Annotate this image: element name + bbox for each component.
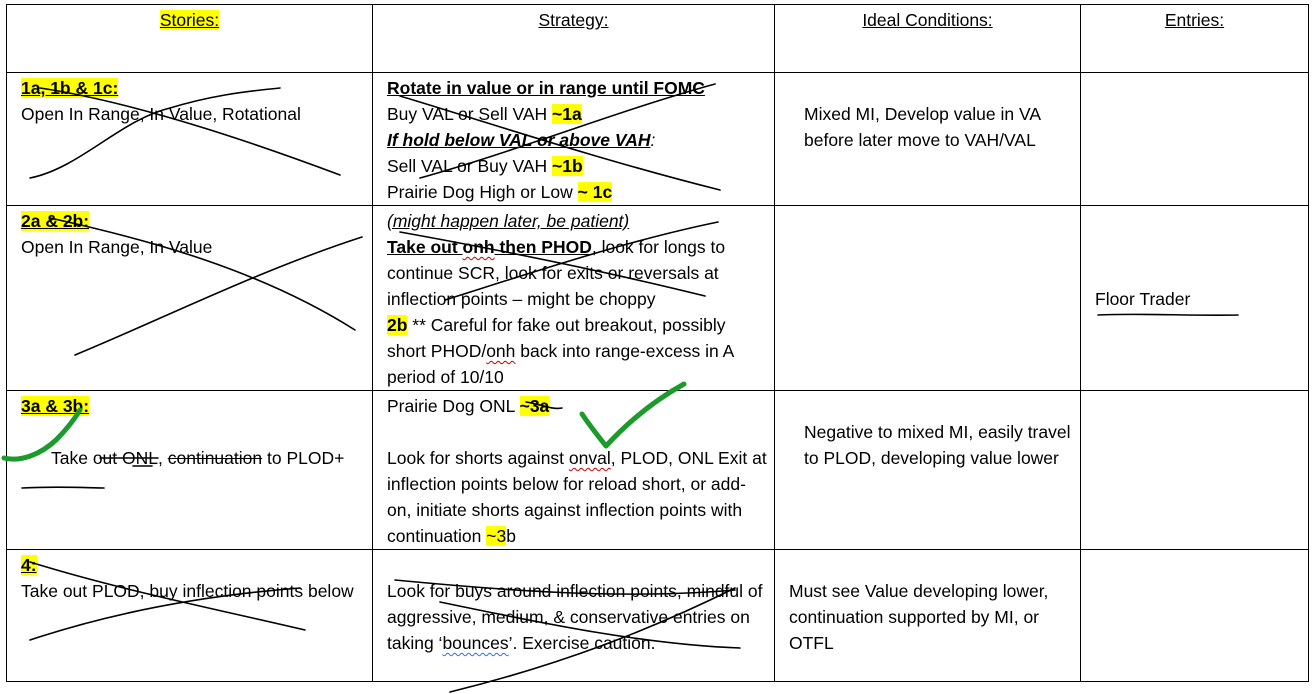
ideal-cell: Mixed MI, Develop value in VA before lat… xyxy=(774,72,1081,206)
story-cell: 4: Take out PLOD, buy inflection points … xyxy=(6,549,373,682)
strategy-line: Prairie Dog ONL xyxy=(387,396,520,416)
header-row: Stories: Strategy: Ideal Conditions: Ent… xyxy=(6,4,1309,73)
entries-text: Floor Trader xyxy=(1095,289,1191,309)
header-ideal: Ideal Conditions: xyxy=(862,10,993,30)
story-text: Open In Range, In Value, Rotational xyxy=(21,104,301,124)
strategy-line: Rotate in value or in range until FOMC xyxy=(387,78,705,98)
strategy-text: b xyxy=(506,526,516,546)
entries-cell: Floor Trader xyxy=(1080,205,1309,391)
strategy-text: Look for shorts against xyxy=(387,448,569,468)
strategy-line: Prairie Dog High or Low xyxy=(387,182,578,202)
header-entries: Entries: xyxy=(1164,10,1225,30)
entries-cell xyxy=(1080,72,1309,206)
story-title: 2a & 2b: xyxy=(21,211,90,231)
ideal-text: Must see Value developing lower, continu… xyxy=(789,581,1049,653)
strategy-text: back into range-excess in A period of 10… xyxy=(387,341,734,387)
strategy-line: Sell VAL or Buy VAH xyxy=(387,156,553,176)
strategy-line: (might happen later, be patient) xyxy=(387,211,630,231)
strategy-bold: Take out xyxy=(387,237,463,257)
header-entries-cell: Entries: xyxy=(1080,4,1309,73)
strategy-text: , PLOD, ONL Exit at inflection points be… xyxy=(387,448,767,546)
onh-word: onh xyxy=(462,237,495,257)
table-row: 2a & 2b: Open In Range, In Value (might … xyxy=(6,205,1309,391)
story-cell: 1a, 1b & 1c: Open In Range, In Value, Ro… xyxy=(6,72,373,206)
strategy-cell: Rotate in value or in range until FOMC B… xyxy=(372,72,775,206)
story-title: 1a, 1b & 1c: xyxy=(21,78,119,98)
ideal-cell: Negative to mixed MI, easily travel to P… xyxy=(774,390,1081,550)
label-3a: ~3a xyxy=(519,396,550,416)
label-2b: 2b xyxy=(387,315,408,335)
story-text-struck: continuation xyxy=(167,448,263,468)
onval-word: onval xyxy=(568,448,611,468)
ideal-text: Negative to mixed MI, easily travel to P… xyxy=(804,422,1071,468)
header-ideal-cell: Ideal Conditions: xyxy=(774,4,1081,73)
strategy-line: If hold below VAL or above VAH xyxy=(387,130,651,150)
ideal-cell: Must see Value developing lower, continu… xyxy=(774,549,1081,682)
table-row: 3a & 3b: Take out ONL, continuation to P… xyxy=(6,390,1309,550)
story-title: 3a & 3b: xyxy=(21,396,90,416)
colon: : xyxy=(650,130,656,150)
label-3b: ~3 xyxy=(486,526,507,546)
story-text: Open In Range, In Value xyxy=(21,237,213,257)
table-row: 1a, 1b & 1c: Open In Range, In Value, Ro… xyxy=(6,72,1309,206)
strategy-cell: Prairie Dog ONL ~3a Look for shorts agai… xyxy=(372,390,775,550)
strategy-bold: then PHOD xyxy=(494,237,592,257)
header-strategy-cell: Strategy: xyxy=(372,4,775,73)
strategy-cell: Look for buys around inflection points, … xyxy=(372,549,775,682)
strategy-text: ’. Exercise caution. xyxy=(508,633,656,653)
story-text: to PLOD+ xyxy=(262,448,345,468)
entries-cell xyxy=(1080,390,1309,550)
strategy-cell: (might happen later, be patient) Take ou… xyxy=(372,205,775,391)
table-row: 4: Take out PLOD, buy inflection points … xyxy=(6,549,1309,682)
header-strategy: Strategy: xyxy=(538,10,609,30)
story-cell: 3a & 3b: Take out ONL, continuation to P… xyxy=(6,390,373,550)
strategy-line: Buy VAL or Sell VAH xyxy=(387,104,553,124)
story-cell: 2a & 2b: Open In Range, In Value xyxy=(6,205,373,391)
ideal-text: Mixed MI, Develop value in VA before lat… xyxy=(804,104,1041,150)
strategy-text: ** Careful for fake out breakout, possib… xyxy=(387,315,726,361)
trading-plan-table: Stories: Strategy: Ideal Conditions: Ent… xyxy=(6,4,1309,682)
ideal-cell xyxy=(774,205,1081,391)
story-text: Take out PLOD, buy inflection points bel… xyxy=(21,581,354,601)
onh-word: onh xyxy=(486,341,516,361)
story-text: Take out ONL, xyxy=(51,448,168,468)
label-1c: ~ 1c xyxy=(577,182,613,202)
story-title: 4: xyxy=(21,555,37,575)
label-1b: ~1b xyxy=(552,156,583,176)
label-1a: ~1a xyxy=(552,104,582,124)
header-stories-cell: Stories: xyxy=(6,4,373,73)
header-stories: Stories: xyxy=(159,10,220,30)
bounces-word: bounces xyxy=(442,633,509,653)
entries-cell xyxy=(1080,549,1309,682)
